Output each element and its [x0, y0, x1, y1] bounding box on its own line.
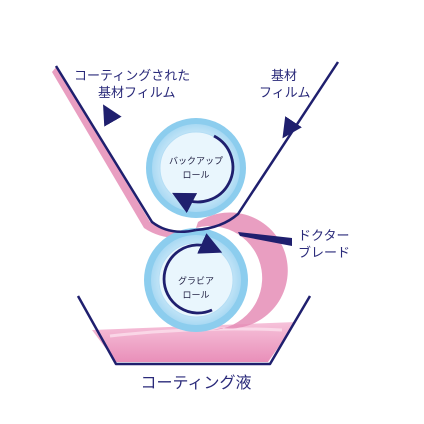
- film-path: [54, 61, 340, 233]
- base-film-label-line1: 基材: [271, 69, 297, 84]
- coated-film-line: [54, 65, 197, 233]
- gravure-roll-label-line2: ロール: [182, 291, 209, 301]
- coated-film-label-line1: コーティングされた: [74, 69, 190, 84]
- doctor-blade-shape: [238, 232, 292, 246]
- backup-roll-label-line2: ロール: [182, 171, 209, 181]
- backup-roll-rotation-arrow: [172, 134, 235, 214]
- gravure-roll-core: [158, 242, 234, 318]
- doctor-blade: [238, 232, 292, 246]
- gravure-roll: [144, 228, 248, 332]
- tray-outline: [76, 295, 312, 366]
- backup-roll-label-line1: バックアップ: [169, 156, 223, 167]
- base-film-label-line2: フィルム: [259, 86, 310, 101]
- base-film-direction-arrow: [282, 116, 302, 139]
- coating-liquid-label: コーティング液: [140, 373, 251, 392]
- gravure-roll-label-line1: グラビア: [178, 275, 214, 287]
- doctor-blade-label-line2: ブレード: [298, 245, 350, 261]
- gravure-roll-rotation-arrow: [162, 233, 223, 315]
- gravure-coating-band: [196, 212, 288, 330]
- backup-roll: [146, 118, 246, 218]
- base-film-line: [195, 61, 340, 232]
- doctor-blade-label-line1: ドクター: [298, 229, 349, 244]
- coated-film-direction-arrow: [103, 104, 122, 127]
- coated-film-label-line2: 基材フィルム: [98, 86, 175, 101]
